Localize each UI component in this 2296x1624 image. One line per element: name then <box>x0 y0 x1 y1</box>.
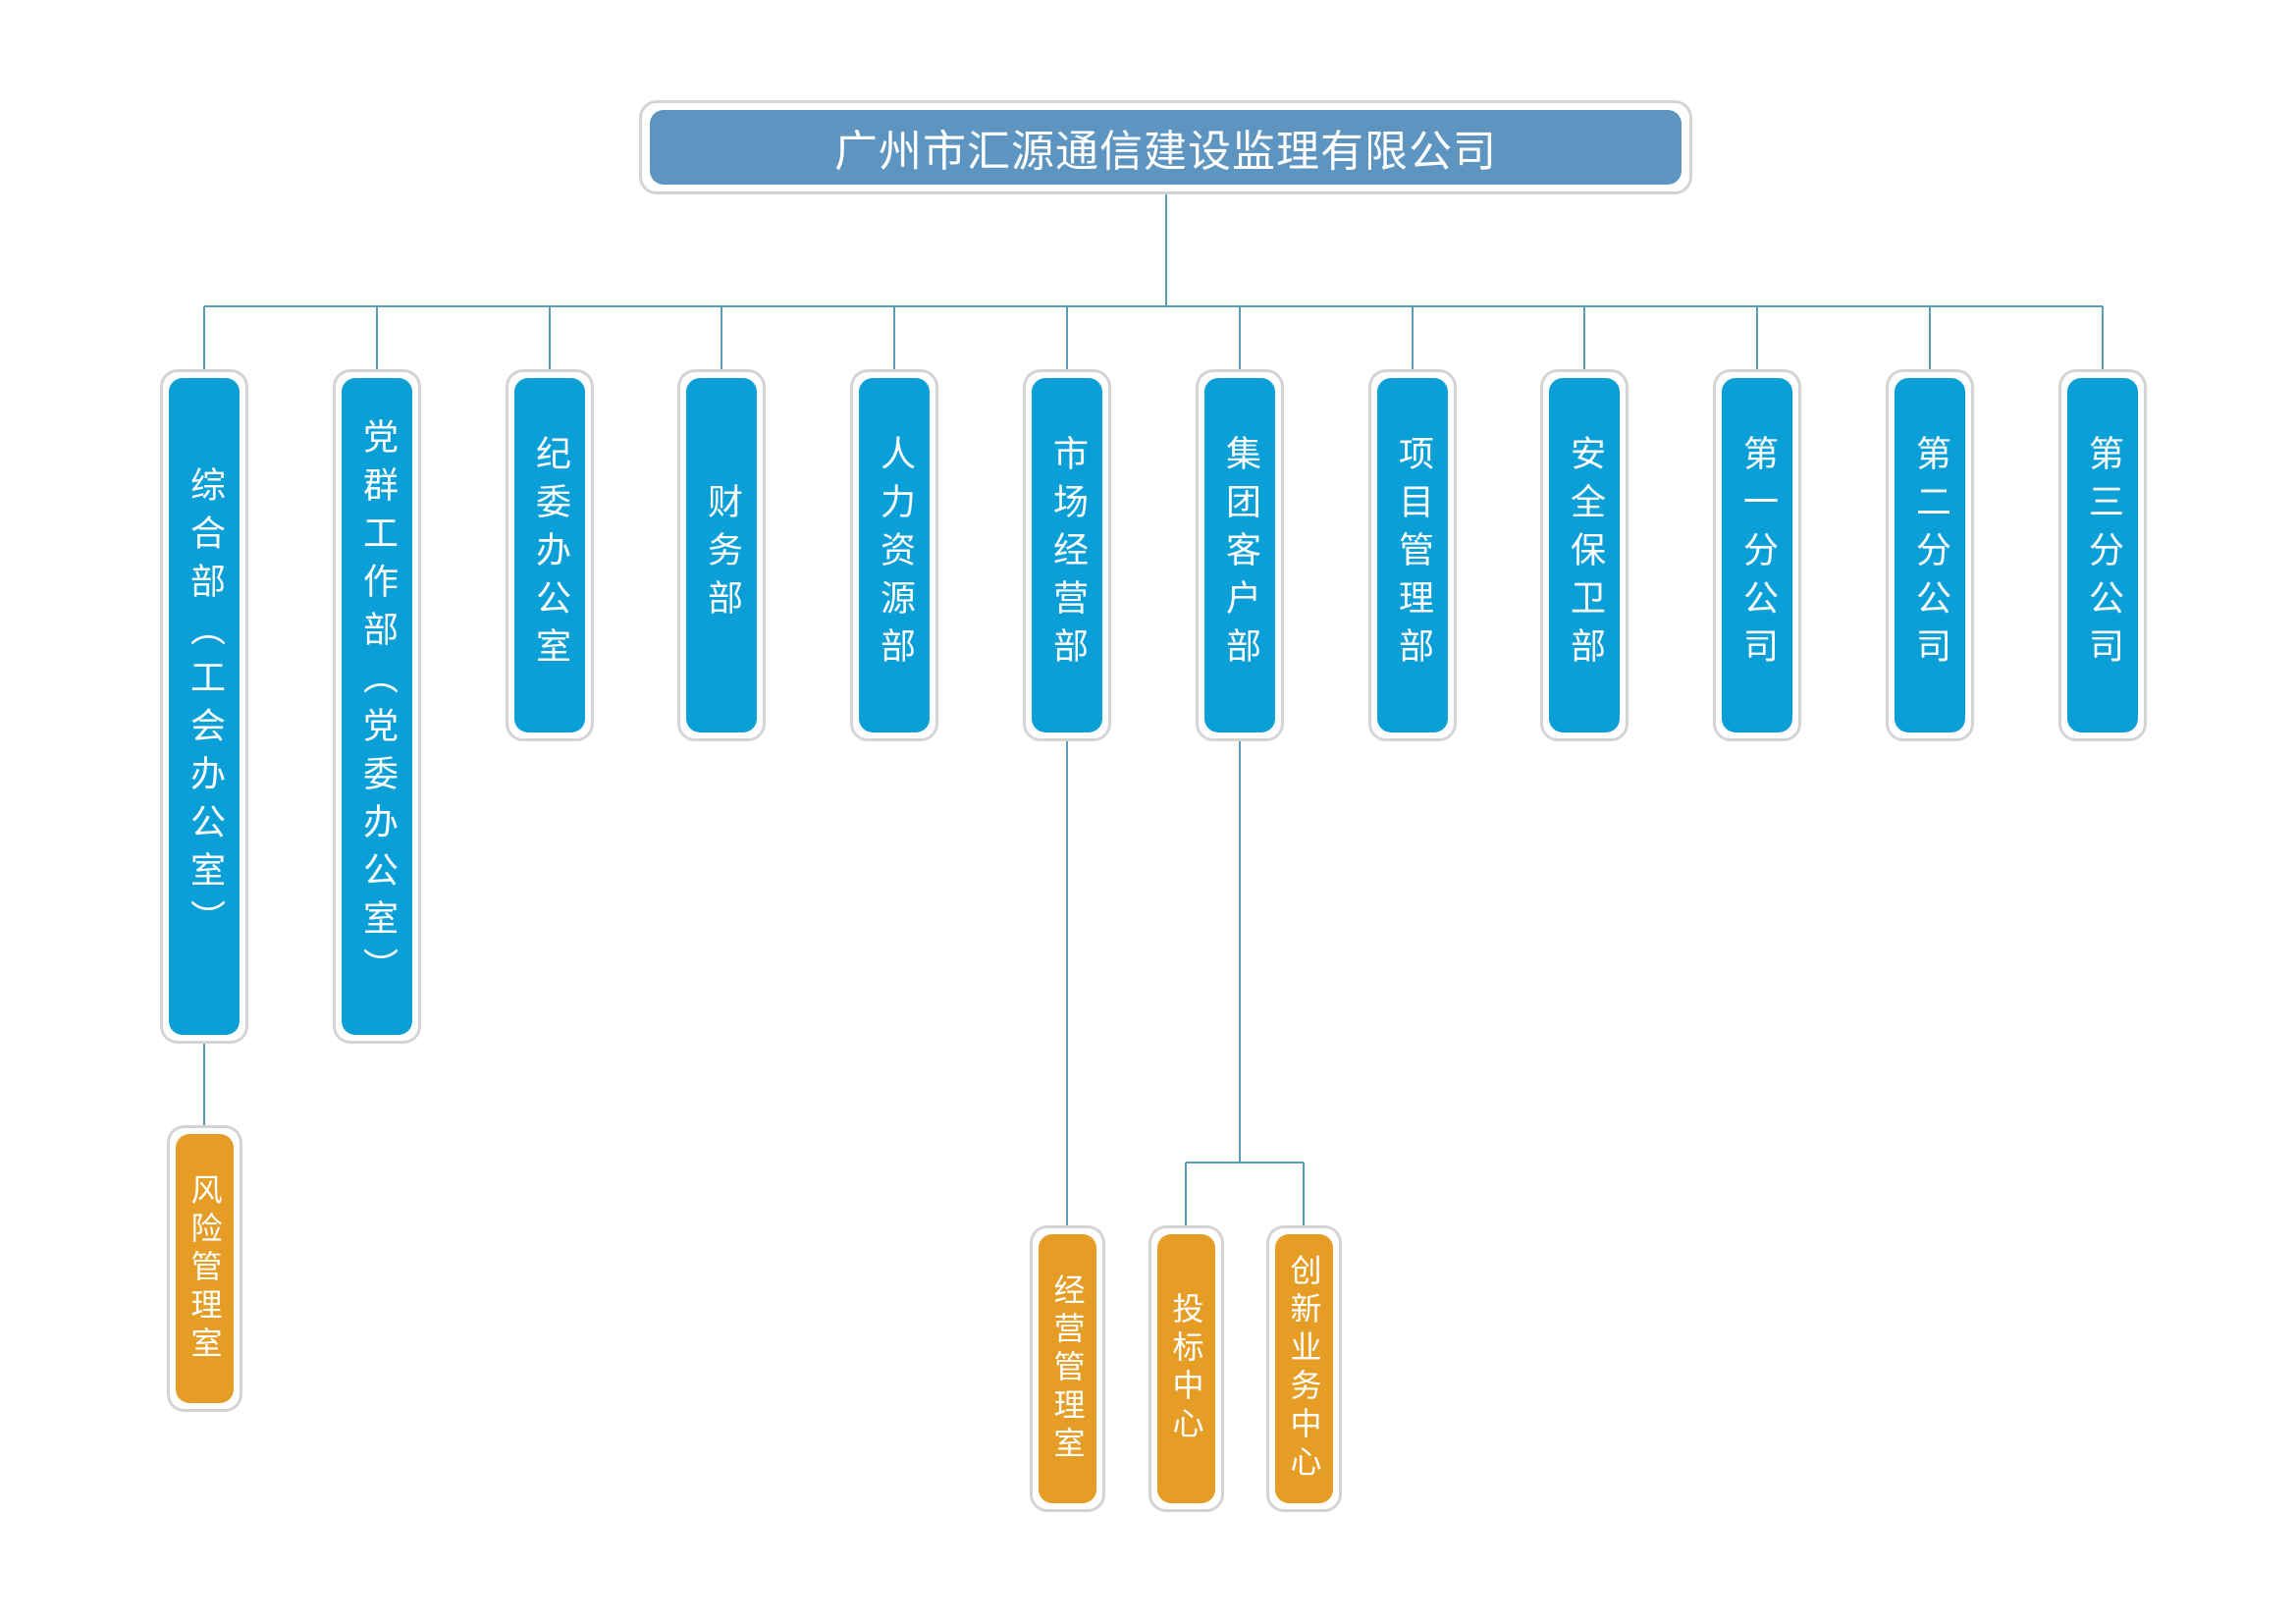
dept-d3[interactable]: 纪委办公室 <box>514 378 585 732</box>
dept-d12[interactable]: 第三分公司 <box>2067 378 2138 732</box>
dept-d1[interactable]: 综合部（工会办公室） <box>169 378 240 1035</box>
root-node[interactable]: 广州市汇源通信建设监理有限公司 <box>650 110 1682 185</box>
sub-label: 创新业务中心 <box>1285 1254 1323 1484</box>
dept-d11[interactable]: 第二分公司 <box>1895 378 1965 732</box>
sub-s1[interactable]: 风险管理室 <box>176 1134 234 1403</box>
dept-label: 安全保卫部 <box>1565 435 1605 676</box>
sub-s3[interactable]: 投标中心 <box>1157 1234 1215 1503</box>
sub-label: 投标中心 <box>1167 1292 1205 1445</box>
dept-label: 纪委办公室 <box>530 435 570 676</box>
sub-s2[interactable]: 经营管理室 <box>1039 1234 1096 1503</box>
dept-d10[interactable]: 第一分公司 <box>1722 378 1792 732</box>
dept-label: 财务部 <box>702 483 742 627</box>
dept-label: 第三分公司 <box>2083 435 2123 676</box>
dept-label: 市场经营部 <box>1047 435 1088 676</box>
dept-d8[interactable]: 项目管理部 <box>1377 378 1448 732</box>
sub-s4[interactable]: 创新业务中心 <box>1275 1234 1333 1503</box>
dept-label: 综合部（工会办公室） <box>185 465 225 947</box>
dept-label: 项目管理部 <box>1393 435 1433 676</box>
dept-label: 第二分公司 <box>1910 435 1950 676</box>
dept-label: 人力资源部 <box>875 435 915 676</box>
dept-d5[interactable]: 人力资源部 <box>859 378 930 732</box>
dept-label: 集团客户部 <box>1220 435 1260 676</box>
dept-d6[interactable]: 市场经营部 <box>1032 378 1102 732</box>
dept-label: 党群工作部（党委办公室） <box>357 417 398 996</box>
dept-d4[interactable]: 财务部 <box>686 378 757 732</box>
sub-label: 风险管理室 <box>186 1172 224 1365</box>
dept-d7[interactable]: 集团客户部 <box>1204 378 1275 732</box>
dept-d2[interactable]: 党群工作部（党委办公室） <box>342 378 412 1035</box>
sub-label: 经营管理室 <box>1048 1272 1087 1465</box>
root-label: 广州市汇源通信建设监理有限公司 <box>834 127 1497 177</box>
dept-d9[interactable]: 安全保卫部 <box>1549 378 1620 732</box>
dept-label: 第一分公司 <box>1737 435 1778 676</box>
